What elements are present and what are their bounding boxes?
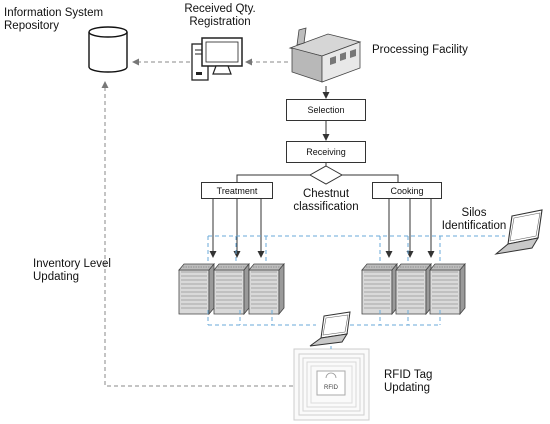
- database-icon: [88, 26, 128, 73]
- identification-lines: [207, 235, 505, 349]
- silos-label-line-2: Identification: [441, 220, 507, 232]
- data-flow-arrows: [101, 58, 293, 387]
- classification-label: Chestnut classification: [290, 188, 362, 214]
- silo-icon: [395, 263, 432, 315]
- rfid-update-label-line-1: RFID Tag: [384, 369, 433, 381]
- rfid-update-label: RFID Tag Updating: [384, 369, 432, 395]
- treatment-box: Treatment: [201, 182, 273, 199]
- registration-label: Received Qty. Registration: [180, 3, 260, 29]
- silo-icon: [248, 263, 285, 315]
- selection-label: Selection: [307, 105, 345, 115]
- rfid-update-label-line-2: Updating: [384, 382, 431, 394]
- repository-label-line-2: Repository: [4, 20, 59, 32]
- silo-icon: [361, 263, 398, 315]
- cooking-label: Cooking: [390, 185, 424, 196]
- silos-label: Silos Identification: [434, 207, 514, 233]
- factory-icon: [288, 27, 362, 83]
- silos-label-line-1: Silos: [461, 207, 487, 219]
- selection-box: Selection: [286, 99, 366, 121]
- inventory-label: Inventory Level Updating: [33, 258, 111, 284]
- facility-label: Processing Facility: [372, 44, 468, 56]
- silo-icon: [178, 263, 215, 315]
- computer-icon: [191, 37, 243, 81]
- laptop-icon: [309, 311, 351, 347]
- rfid-tag-icon: RFID: [293, 348, 370, 421]
- treatment-label: Treatment: [216, 185, 258, 196]
- classification-label-line-2: classification: [293, 201, 359, 213]
- registration-label-line-1: Received Qty.: [184, 3, 256, 15]
- classification-label-line-1: Chestnut: [302, 188, 350, 200]
- inventory-label-line-1: Inventory Level: [33, 258, 111, 270]
- receiving-box: Receiving: [286, 141, 366, 163]
- process-flow-lines: [209, 86, 435, 258]
- receiving-label: Receiving: [306, 147, 346, 157]
- repository-label-line-1: Information System: [4, 7, 104, 19]
- rfid-chip-text: RFID: [324, 385, 339, 391]
- laptop-icon: [494, 209, 543, 255]
- silo-icon: [213, 263, 250, 315]
- registration-label-line-2: Registration: [189, 16, 251, 28]
- cooking-box: Cooking: [372, 182, 442, 199]
- silo-icon: [429, 263, 466, 315]
- inventory-label-line-2: Updating: [33, 271, 80, 283]
- repository-label: Information System Repository: [4, 7, 103, 33]
